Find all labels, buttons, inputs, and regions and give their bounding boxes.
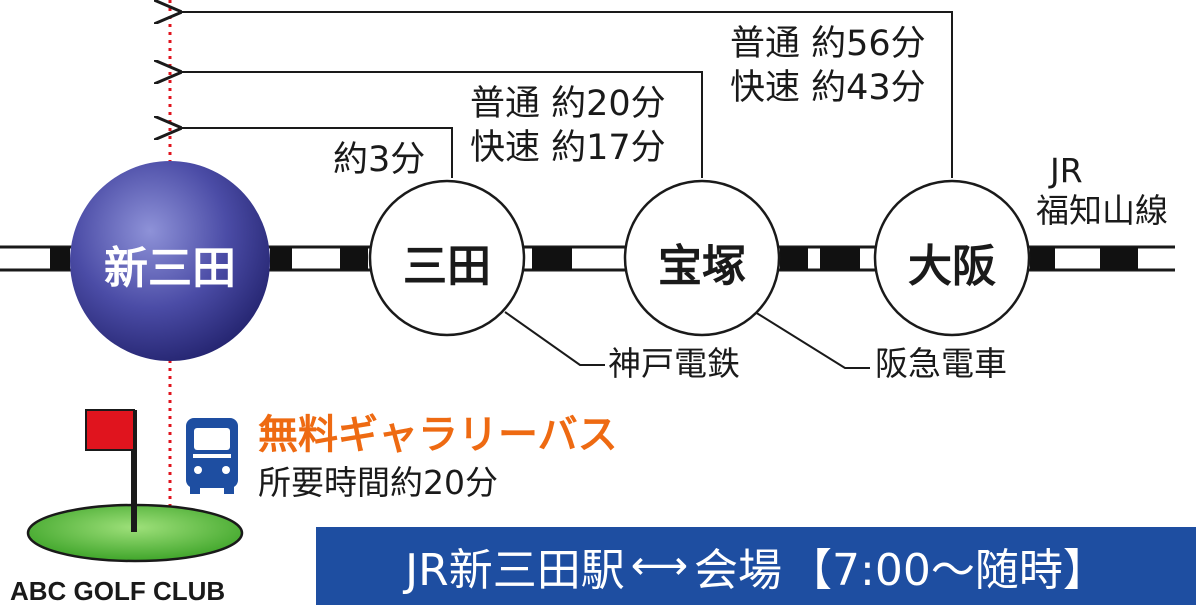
bus-icon: [186, 418, 238, 494]
line-hankyu: 阪急電車: [875, 344, 1007, 383]
time-takarazuka-local: 普通 約20分: [470, 84, 666, 124]
station-shin-sanda: 新三田: [104, 243, 236, 294]
arrow-takarazuka: [178, 72, 703, 178]
station-circle-shin-sanda: [70, 161, 270, 361]
station-circle-sanda: [368, 179, 526, 337]
banner-from: JR新三田駅: [405, 545, 625, 596]
bus-title: 無料ギャラリーバス: [258, 412, 618, 458]
time-osaka-local: 普通 約56分: [730, 24, 926, 64]
line-name-jr: JR: [1050, 151, 1083, 190]
station-circle-takarazuka: [623, 179, 781, 337]
arrow-sanda: [178, 128, 453, 178]
double-arrow-icon: ⟷: [630, 543, 689, 589]
banner-hours: 【7:00～随時】: [788, 545, 1107, 596]
station-sanda: 三田: [403, 241, 491, 292]
time-sanda: 約3分: [333, 140, 426, 180]
banner-to: 会場: [694, 545, 783, 596]
golf-flag-icon: [26, 409, 244, 563]
club-name: ABC GOLF CLUB: [10, 576, 226, 606]
connector-lines: [504, 311, 870, 369]
arrow-osaka: [178, 12, 953, 178]
station-osaka: 大阪: [908, 241, 996, 292]
connector-kobe: [504, 311, 605, 366]
connector-hankyu: [754, 311, 870, 369]
bus-duration: 所要時間約20分: [258, 463, 498, 502]
line-kobe-dentetsu: 神戸電鉄: [608, 344, 740, 383]
station-circle-osaka: [873, 179, 1031, 337]
time-takarazuka-rapid: 快速 約17分: [470, 128, 666, 168]
time-osaka-rapid: 快速 約43分: [730, 68, 926, 108]
station-takarazuka: 宝塚: [658, 241, 746, 292]
line-name-fukuchiyama: 福知山線: [1036, 191, 1168, 230]
access-banner: JR新三田駅 ⟷ 会場 【7:00～随時】: [316, 527, 1196, 605]
route-arrows: [178, 12, 953, 178]
